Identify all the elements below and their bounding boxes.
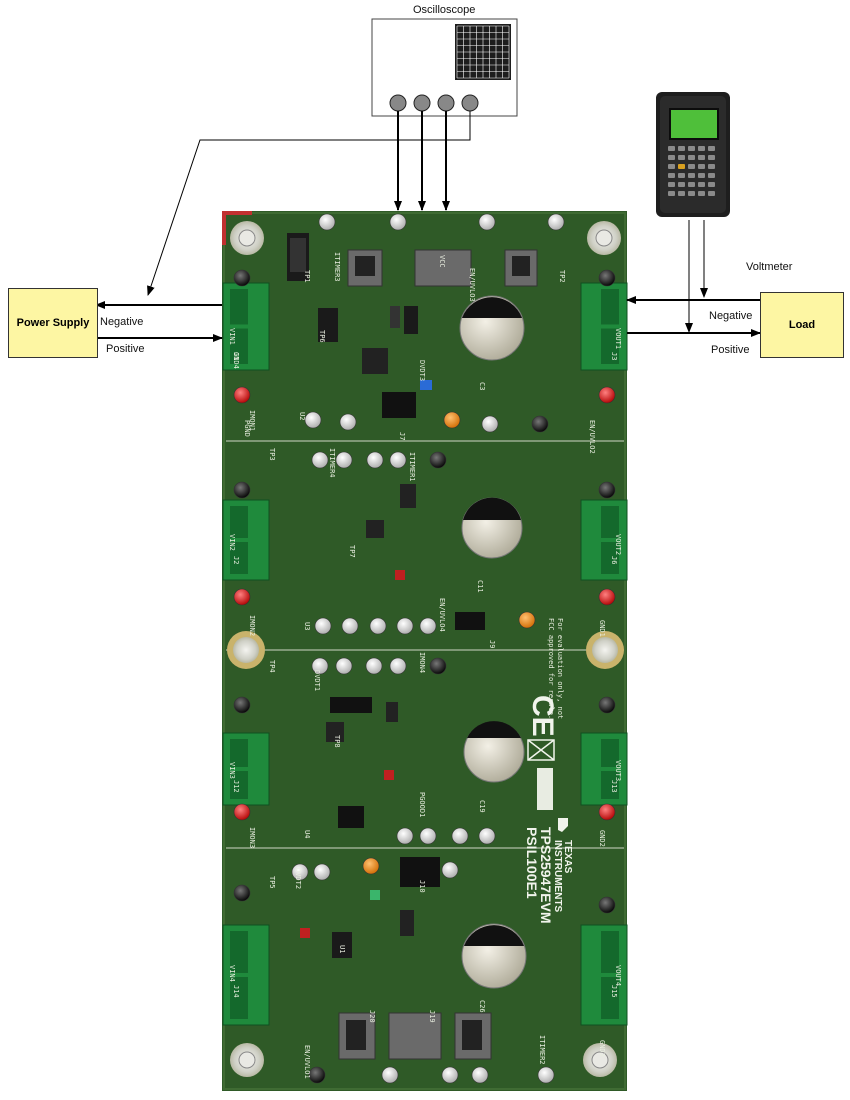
ti-logo-icon	[558, 818, 568, 832]
silkscreen-label: DVDT2	[294, 868, 302, 889]
ps-negative-label: Negative	[100, 316, 144, 328]
scope-probe-wire-4	[147, 111, 471, 296]
silkscreen-label: TP3	[268, 448, 276, 461]
capacitor-icon	[459, 295, 527, 989]
silkscreen-label: DVDT1	[313, 670, 321, 691]
silkscreen-label: J19	[428, 1010, 436, 1023]
board-part-number: TPS25947EVM	[538, 827, 554, 924]
silkscreen-label: C26	[478, 1000, 486, 1013]
notice-line1: For evaluation only, not	[556, 618, 564, 719]
silkscreen-label: GND1	[598, 620, 606, 637]
wiring	[95, 111, 761, 342]
silkscreen-label: ITIMER2	[538, 1035, 546, 1065]
silkscreen-label: VCC	[438, 255, 446, 268]
silkscreen-label: TP4	[268, 660, 276, 673]
silkscreen-label: EN/UVLO2	[588, 420, 596, 454]
power-supply-label: Power Supply	[16, 317, 90, 329]
ce-mark-icon: CE	[526, 695, 559, 737]
silkscreen-label: PGOOD1	[418, 792, 426, 817]
silkscreen-label: C3	[478, 382, 486, 390]
screw-terminal-icon	[222, 282, 628, 1026]
board-id: PSIL100E1	[524, 827, 540, 899]
silkscreen-label: IMON2	[248, 615, 256, 636]
silkscreen-label: J14	[232, 985, 240, 998]
ce-mark: CE	[526, 695, 559, 737]
silkscreen-label: EN/UVLO3	[468, 268, 476, 302]
ps-positive-label: Positive	[106, 343, 145, 355]
evm-board: J1VIN1J3VOUT1J2VIN2J6VOUT2J12VIN3J13VOUT…	[222, 211, 628, 1091]
load-positive-label: Positive	[711, 344, 750, 356]
silkscreen-label: EN/UVLO4	[438, 598, 446, 632]
silkscreen-label: U1	[338, 945, 346, 953]
silkscreen-label: ITIMER4	[328, 448, 336, 478]
brand-line2: INSTRUMENTS	[552, 840, 563, 913]
silkscreen-label: U4	[303, 830, 311, 838]
silkscreen-label: U3	[303, 622, 311, 630]
load-box: Load	[760, 292, 844, 358]
silkscreen-label: TP6	[318, 330, 326, 343]
silkscreen-label: C19	[478, 800, 486, 813]
silkscreen-label: J10	[418, 880, 426, 893]
silkscreen-label: GND2	[598, 830, 606, 847]
notice-line2: FCC approved for resale.	[547, 618, 555, 719]
brand-line1: TEXAS	[562, 840, 573, 874]
silkscreen-label: J15	[610, 985, 618, 998]
mounting-hole-icon	[227, 221, 624, 1077]
silkscreen-label: J1	[232, 352, 240, 360]
load-negative-label: Negative	[709, 310, 753, 322]
weee-bin-icon	[527, 739, 555, 761]
silkscreen-label: VOUT3	[614, 760, 622, 781]
jumper-headers	[287, 233, 538, 1060]
silkscreen-label: J9	[488, 640, 496, 648]
silkscreen-label: IMON3	[248, 827, 256, 848]
scope-probe-inputs	[389, 94, 479, 112]
silkscreen-label: EN/UVLO1	[303, 1045, 311, 1079]
silkscreen-label: IMON1	[248, 410, 256, 431]
silkscreen-label: VOUT2	[614, 534, 622, 555]
silkscreen-label: DVDT3	[418, 360, 426, 381]
ic-components	[300, 306, 432, 958]
oscilloscope-label: Oscilloscope	[413, 4, 476, 16]
silkscreen-label: J3	[610, 352, 618, 360]
silkscreen-label: TP5	[268, 876, 276, 889]
silkscreen-label: U2	[298, 412, 306, 420]
silkscreen-label: J6	[610, 556, 618, 564]
silkscreen-label: VIN4	[228, 965, 236, 982]
board-markings: For evaluation only, not FCC approved fo…	[524, 618, 573, 924]
voltmeter-label: Voltmeter	[746, 261, 793, 273]
silkscreen-label: VOUT4	[614, 965, 622, 986]
silkscreen-label: VIN2	[228, 534, 236, 551]
voltmeter-icon	[656, 92, 730, 217]
silkscreen-label: ITIMER3	[333, 252, 341, 282]
silkscreen-label: VIN3	[228, 762, 236, 779]
silkscreen-label: IMON4	[418, 652, 426, 673]
silkscreen-label: GND3	[598, 1040, 606, 1057]
silkscreen-label: J13	[610, 780, 618, 793]
silkscreen-label: ITIMER1	[408, 452, 416, 482]
silkscreen-label: VOUT1	[614, 328, 622, 349]
power-supply-box: Power Supply	[8, 288, 98, 358]
silkscreen-label: PGND	[243, 420, 251, 437]
silkscreen-label: J20	[368, 1010, 376, 1023]
silkscreen-label: J7	[398, 432, 406, 440]
silkscreen-label: TP8	[333, 735, 341, 748]
silkscreen-label: TP1	[303, 270, 311, 283]
silkscreen-label: TP7	[348, 545, 356, 558]
silkscreen-label: J2	[232, 556, 240, 564]
oscilloscope-icon	[371, 18, 518, 117]
test-point-icon	[233, 213, 616, 1084]
silkscreen-label: GND4	[232, 352, 240, 369]
silkscreen-label: VIN1	[228, 328, 236, 345]
silkscreen-label: J12	[232, 780, 240, 793]
load-label: Load	[788, 319, 816, 331]
silkscreen-label: C11	[476, 580, 484, 593]
silkscreen-label: TP2	[558, 270, 566, 283]
